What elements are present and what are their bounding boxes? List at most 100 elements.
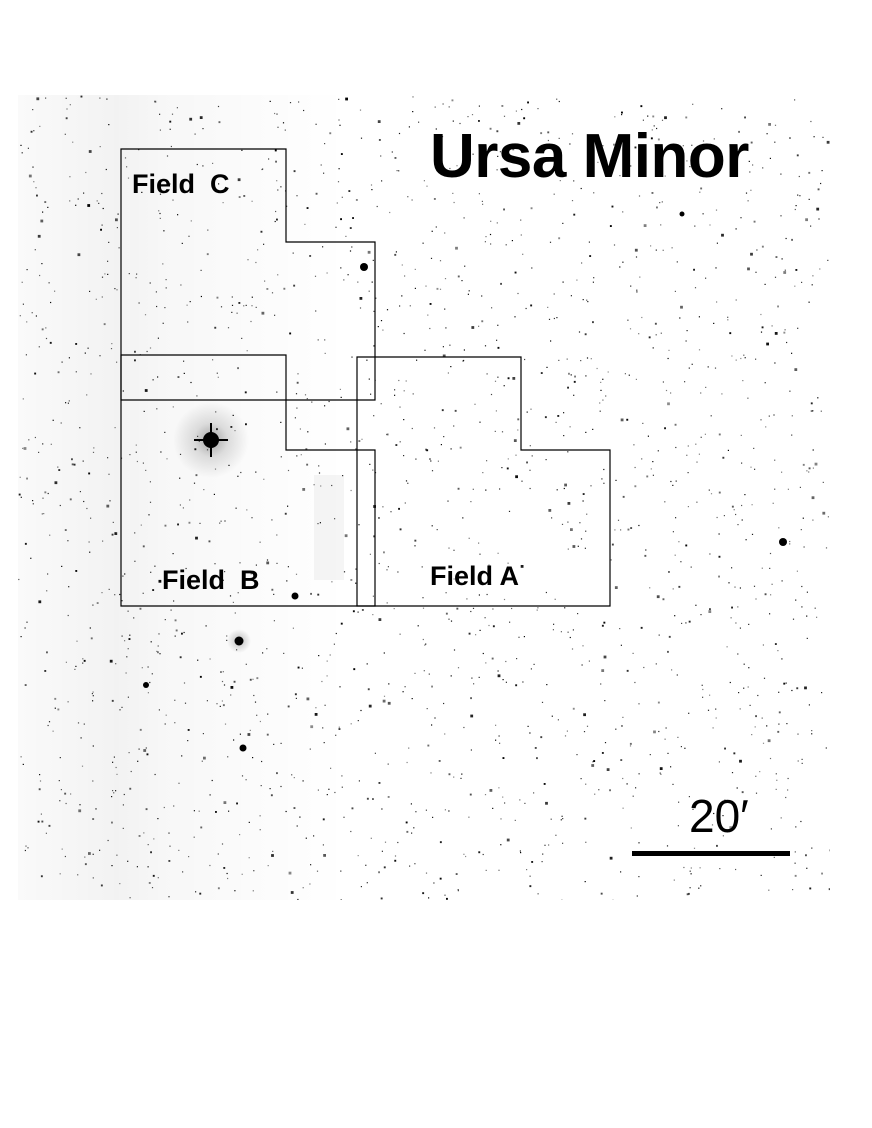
star-dot <box>650 245 652 247</box>
star-dot <box>169 183 171 185</box>
star-dot <box>461 773 463 775</box>
star-dot <box>65 661 67 663</box>
star-dot <box>147 844 149 846</box>
star-dot <box>369 553 371 555</box>
star-dot <box>326 272 328 274</box>
star-dot <box>586 299 588 301</box>
star-dot <box>664 427 666 430</box>
star-dot <box>457 487 460 490</box>
star-dot <box>812 410 814 412</box>
star-dot <box>641 458 643 460</box>
star-dot <box>573 380 576 383</box>
star-dot <box>591 764 595 767</box>
star-dot <box>774 488 776 490</box>
star-dot <box>78 809 82 813</box>
star-dot <box>656 148 659 150</box>
star-dot <box>219 522 221 524</box>
star-dot <box>743 687 745 689</box>
star-dot <box>735 868 737 871</box>
star-dot <box>497 324 499 326</box>
star-dot <box>536 609 538 611</box>
star-dot <box>742 380 744 382</box>
star-dot <box>579 522 581 524</box>
star-dot <box>583 713 586 717</box>
star-dot <box>297 898 299 900</box>
star-dot <box>394 389 396 391</box>
star-dot <box>135 277 137 279</box>
star-dot <box>705 829 707 831</box>
star-dot <box>372 469 374 471</box>
star-dot <box>119 709 121 711</box>
star-dot <box>158 579 162 583</box>
star-dot <box>753 447 755 449</box>
star-dot <box>298 101 300 103</box>
star-dot <box>741 791 744 794</box>
star-dot <box>83 192 85 194</box>
star-dot <box>369 463 371 465</box>
star-dot <box>164 431 166 433</box>
star-dot <box>245 663 247 665</box>
star-dot <box>713 812 715 815</box>
star-dot <box>341 775 343 777</box>
star-dot <box>398 132 401 135</box>
star-dot <box>276 391 278 393</box>
star-dot <box>574 375 576 378</box>
star-dot <box>524 358 526 361</box>
star-dot <box>183 682 186 684</box>
star-dot <box>546 684 548 686</box>
star-dot <box>585 530 587 532</box>
star-dot <box>153 838 155 840</box>
star-dot <box>317 523 319 525</box>
star-dot <box>89 290 91 292</box>
star-dot <box>564 607 566 609</box>
star-dot <box>69 200 71 202</box>
star-dot <box>122 390 124 392</box>
star-dot <box>216 372 218 374</box>
star-dot <box>604 700 606 702</box>
star-dot <box>546 366 548 368</box>
star-dot <box>20 636 22 638</box>
star-dot <box>472 607 475 609</box>
star-dot <box>634 248 638 252</box>
star-dot <box>610 559 612 561</box>
star-dot <box>315 123 317 125</box>
star-dot <box>277 274 279 276</box>
star-dot <box>811 496 815 500</box>
star-dot <box>87 204 91 207</box>
star-dot <box>791 238 793 241</box>
star-dot <box>555 834 557 836</box>
star-dot <box>87 347 89 349</box>
star-dot <box>239 562 241 564</box>
star-dot <box>360 137 363 139</box>
star-dot <box>755 271 757 273</box>
star-dot <box>585 841 587 843</box>
star-dot <box>324 339 326 341</box>
star-dot <box>490 220 492 222</box>
star-dot <box>127 696 129 698</box>
star-dot <box>414 672 416 674</box>
star-dot <box>550 340 552 342</box>
star-dot <box>25 354 27 356</box>
star-dot <box>448 547 450 549</box>
star-dot <box>36 97 40 101</box>
star-dot <box>138 748 140 750</box>
star-dot <box>200 826 203 829</box>
star-dot <box>658 634 660 636</box>
star-dot <box>293 807 296 809</box>
star-dot <box>570 374 572 376</box>
star-dot <box>260 785 262 787</box>
star-dot <box>763 677 766 679</box>
star-dot <box>30 557 32 559</box>
star-dot <box>550 818 552 820</box>
star-dot <box>463 853 465 855</box>
star-dot <box>18 493 21 496</box>
star-dot <box>217 853 219 855</box>
star <box>679 211 685 217</box>
star-dot <box>109 659 113 663</box>
star-dot <box>296 381 299 384</box>
star-dot <box>529 487 531 490</box>
star-dot <box>581 262 583 264</box>
star-dot <box>592 428 594 430</box>
star-dot <box>634 466 636 469</box>
star-dot <box>511 240 513 242</box>
